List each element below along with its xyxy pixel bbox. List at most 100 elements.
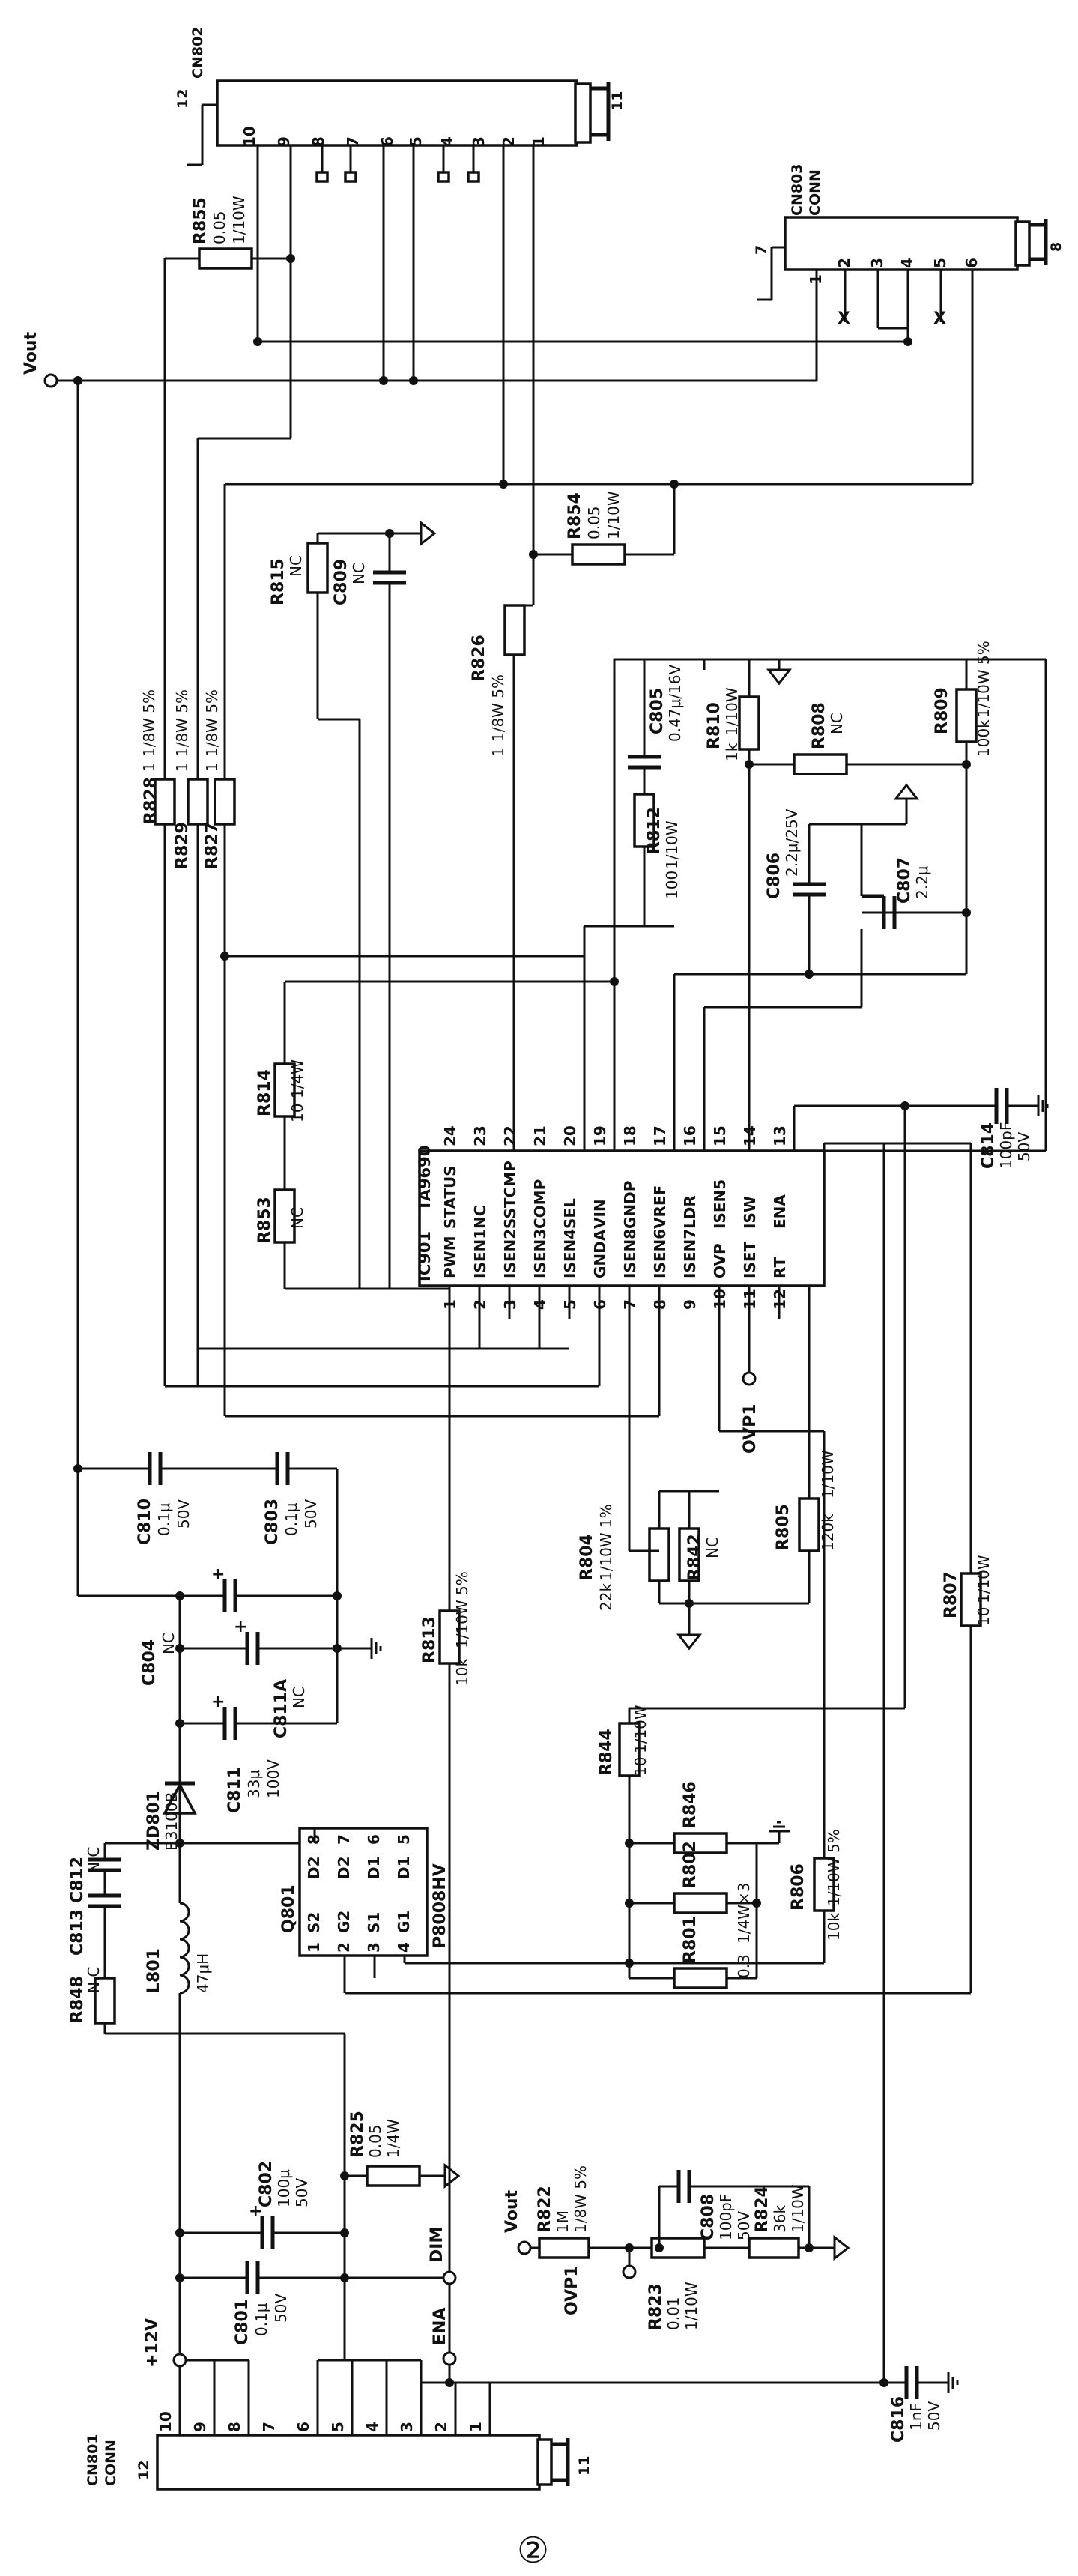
cn801-pin-3: 3 (398, 2422, 416, 2432)
ic-pins: 24STATUS23NC22SSTCMP21COMP20SEL19VIN18GN… (441, 1125, 789, 1310)
r809-ref: R809 (933, 687, 951, 734)
r828-value: 1 (140, 762, 158, 772)
cn801-pin-labels: 10 9 8 7 6 5 4 3 2 1 (157, 2411, 485, 2432)
r801-ref: R801 (681, 1916, 700, 1963)
c809-value: NC (350, 563, 368, 584)
r801-value: 0.3 (735, 1954, 753, 1978)
q801-pin-4-name: G1 (395, 1911, 413, 1933)
capacitor-c816: C816 1nF 50V (879, 2366, 959, 2443)
ic-pin-6-name: GNDA (591, 1229, 609, 1278)
r829-rating: 1/8W 5% (173, 689, 191, 757)
cn801-pin-8: 8 (225, 2422, 243, 2432)
ic-pin-16-num: 16 (681, 1125, 699, 1146)
capacitor-c810: C810 0.1μ 50V (136, 1452, 277, 1545)
resistor-r812: R812 100 1/10W (633, 793, 681, 899)
capacitor-c811: + C811 33μ 100V (175, 1693, 337, 1813)
q801-pin-2: 2 (335, 1942, 353, 1953)
c801-rating: 50V (272, 2294, 290, 2323)
cn803-pin-4: 4 (898, 258, 916, 268)
c816-ref: C816 (889, 2396, 908, 2443)
c812-value: N.C (85, 1847, 103, 1873)
r810-value: 1k (723, 743, 741, 761)
c813-ref: C813 (68, 1909, 87, 1956)
cn801-ref: CN801 (85, 2434, 101, 2486)
ic-pin-22-name: SSTCMP (501, 1161, 519, 1229)
connector-cn802: CN802 12 11 10 9 8 7 6 5 4 3 2 1 (175, 26, 626, 166)
r806-rating: 1/10W 5% (825, 1829, 843, 1906)
c802-value: 100μ (275, 2169, 293, 2207)
c811-rating: 100V (264, 1759, 282, 1798)
cn803-pin-6: 6 (963, 258, 981, 268)
c801-value: 0.1μ (252, 2303, 270, 2336)
resistor-r855: R855 0.05 1/10W (165, 196, 295, 270)
cn803-pin-2: 2 (835, 258, 853, 268)
r807-ref: R807 (942, 1571, 960, 1618)
connector-cn803: CN803 CONN 7 8 1 2 3 4 5 6 X X (753, 163, 1065, 328)
c811-value: 33μ (245, 1770, 263, 1798)
cn802-pin-9: 9 (275, 136, 293, 147)
ic-pin-7-name: ISEN8 (621, 1229, 639, 1278)
cn803-ref: CN803 (789, 163, 805, 216)
q801-pin-1: 1 (305, 1942, 323, 1953)
ic-pin-3-name: ISEN2 (501, 1229, 519, 1278)
c804-ref: C804 (140, 1639, 159, 1686)
c807-ref: C807 (895, 857, 914, 904)
capacitor-c807: C807 2.2μ (860, 824, 971, 929)
r813-ref: R813 (420, 1616, 439, 1663)
r802-ref: R802 (681, 1841, 700, 1888)
zd801-ref: ZD801 (145, 1791, 163, 1851)
ic-pin-8-name: ISEN6 (651, 1229, 669, 1278)
r805-ref: R805 (774, 1504, 793, 1551)
r814-ref: R814 (255, 1069, 274, 1116)
r829-value: 1 (173, 762, 191, 772)
q801-pin-6: 6 (365, 1834, 383, 1845)
ic-pin-19-name: VIN (591, 1199, 609, 1229)
ic-pin-20-name: SEL (561, 1198, 579, 1229)
v12-label: +12V (143, 2318, 162, 2368)
c808-ref: C808 (699, 2194, 718, 2240)
r824-ref: R824 (753, 2186, 772, 2233)
r828-rating: 1/8W 5% (140, 689, 158, 757)
resistor-r826: R826 1 1/8W 5% (470, 554, 535, 1151)
cn801-pin-9: 9 (191, 2422, 209, 2432)
ic-pin-16-name: LDR (681, 1195, 699, 1229)
capacitor-c803: C803 0.1μ 50V (225, 1452, 339, 1723)
r826-value: 1 (489, 747, 507, 757)
vout-label-bottom: Vout (503, 2189, 521, 2233)
resistor-r828: R828 1 1/8W 5% (140, 689, 176, 826)
q801-pin-3-name: S1 (365, 1912, 383, 1933)
capacitor-c808: C808 100pF 50V (658, 2170, 811, 2248)
r825-value: 0.05 (366, 2124, 384, 2158)
mosfet-q801: Q801 P8008HV (279, 1827, 449, 1957)
r804-value: 22k (597, 1583, 615, 1611)
svg-text:+: + (234, 1618, 247, 1636)
q801-part: P8008HV (431, 1863, 449, 1948)
ic-pin-24-name: STATUS (441, 1165, 459, 1229)
ic-pin-13-num: 13 (771, 1125, 789, 1146)
resistor-r813: R813 10k 1/10W 5% (420, 1319, 471, 2278)
r824-value: 36k (771, 2205, 789, 2233)
c803-value: 0.1μ (282, 1502, 300, 1536)
capacitor-c802: + C802 100μ 50V (175, 2161, 349, 2249)
cn802-pin-2: 2 (500, 136, 518, 147)
c805-ref: C805 (648, 688, 667, 734)
cn802-pin-5: 5 (407, 136, 425, 147)
c810-rating: 50V (175, 1499, 193, 1529)
resistor-r802: R802 (625, 1841, 761, 1978)
c803-ref: C803 (263, 1499, 282, 1545)
cn802-pin-4: 4 (438, 136, 456, 147)
r807-rating: 1/10W (975, 1555, 993, 1603)
cn802-pin-7: 7 (344, 136, 362, 147)
resistor-r846: R846 (625, 1781, 791, 1854)
ic-pin-10-name: OVP (711, 1243, 729, 1278)
cn801-leads: +12V (143, 2278, 491, 2435)
cn801-end-left: 12 (136, 2461, 152, 2480)
r826-rating: 1/8W 5% (489, 674, 507, 742)
q801-pin-5: 5 (395, 1834, 413, 1845)
resistor-r801: R801 0.3 1/4W×3 (629, 1883, 757, 1989)
resistor-r844: R844 10 1/10W (597, 1705, 905, 1978)
r825-rating: 1/4W (384, 2119, 402, 2158)
capacitor-c813: C813 (68, 1893, 121, 1978)
ic-pin-22-num: 22 (501, 1125, 519, 1146)
ic-pin-15-name: ISEN5 (711, 1179, 729, 1229)
